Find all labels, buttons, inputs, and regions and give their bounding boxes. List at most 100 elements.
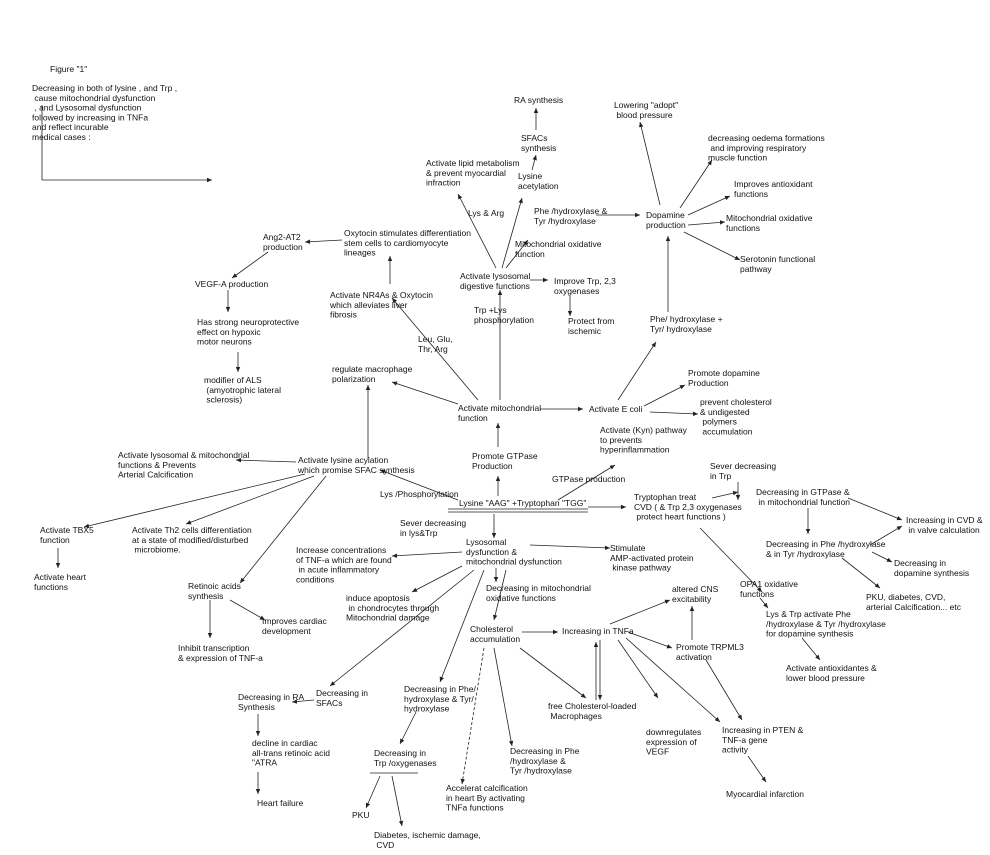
node-line: cause mitochondrial dysfunction [32,93,156,103]
edge-ecoli-to-prevent-chol [649,411,699,417]
node-line: PKU, diabetes, CVD, [866,592,945,602]
node-antiox-lower: Activate antioxidantes &lower blood pres… [786,663,877,683]
node-line: activation [676,652,712,662]
node-line: function [515,249,545,259]
edge-chol-to-foam [519,647,587,699]
edge-phe-tyr-right-to-pku [841,557,881,589]
node-line: Dopamine [646,210,685,220]
node-line: functions [734,189,768,199]
node-line: Lys & Arg [468,208,504,218]
node-decr-phe-tyr-right: Decreasing in Phe /hydroxylase& in Tyr /… [766,539,886,559]
node-pku: PKU [352,810,369,820]
node-line: Protect from [568,316,614,326]
node-line: Has strong neuroprotective [197,317,299,327]
node-line: Activate antioxidantes & [786,663,877,673]
node-line: Tyr/ hydroxylase [650,324,712,334]
node-line: function [458,413,488,423]
node-line: in Trp [710,471,732,481]
node-line: GTPase production [552,474,626,484]
node-line: synthesis [521,143,556,153]
node-oedema: decreasing oedema formations and improvi… [708,133,825,163]
node-line: Promote GTPase [472,451,538,461]
node-leu-glu: Leu, Glu,Thr, Arg [418,334,453,354]
node-line: Decreasing in [374,748,426,758]
node-line: Activate TBX5 [40,525,94,535]
node-line: Sever decreasing [400,518,466,528]
node-line: Inhibit transcription [178,643,250,653]
node-line: dysfunction & [466,547,517,557]
node-apoptosis: induce apoptosis in chondrocytes through… [346,593,439,623]
node-myocardial-inf: Myocardial infarction [726,789,804,799]
node-line: /hydroxylase & Tyr /hydroxylase [766,619,886,629]
nodes-layer: Figure "1"Decreasing in both of lysine ,… [32,64,983,850]
node-line: excitability [672,594,712,604]
node-line: VEGF [646,747,669,757]
node-line: arterial Calcification... etc [866,602,962,612]
node-line: Improves cardiac [262,616,327,626]
node-line: expression of [646,737,697,747]
edge-decr-trp-to-diabetes [391,775,404,827]
node-line: sclerosis) [204,395,242,405]
edge-dysfunction-to-chol [492,569,507,621]
node-line: Lysine [518,171,543,181]
node-line: conditions [296,574,334,584]
node-line: in acute inflammatory [296,565,380,575]
node-line: prevent cholesterol [700,397,772,407]
node-als: modifier of ALS (amyotrophic lateral scl… [204,375,281,405]
edge-dopamine-to-lowering [639,121,661,206]
node-line: Figure "1" [50,64,87,74]
edge-oxytocin-to-ang2 [304,239,343,244]
node-line: Myocardial infarction [726,789,804,799]
node-decr-phe-tyr-center: Decreasing in Phe/hydroxylase & Tyr/hydr… [404,684,476,714]
node-line: TNF-a gene [722,735,768,745]
node-line: Tyr /hydroxylase [534,216,596,226]
node-line: Activate NR4As & Oxytocin [330,290,433,300]
edge-chol-to-decr-phe-lower [493,647,514,747]
node-incr-tnfa: Increasing in TNFa [562,626,634,636]
node-line: Production [688,378,729,388]
edge-tnfa-to-altered-cns [609,599,671,625]
node-line: Thr, Arg [418,344,448,354]
node-line: which alleviates liver [329,300,408,310]
node-line: Synthesis [238,702,275,712]
node-line: Increasing in PTEN & [722,725,804,735]
edge-lysosomal-to-mito-ox-center [505,239,529,269]
node-line: induce apoptosis [346,593,410,603]
node-line: Activate E coli [589,404,642,414]
node-line: functions & Prevents [118,460,196,470]
node-line: Sever decreasing [710,461,776,471]
node-line: ischemic [568,326,602,336]
node-line: Stimulate [610,543,646,553]
node-line: protect heart functions ) [634,512,726,522]
node-lipid-metab: Activate lipid metabolism& prevent myoca… [426,158,520,188]
node-line: Accelerat calcification [446,783,528,793]
edge-tnfa-to-trpml3 [627,631,673,649]
node-line: Decreasing in RA [238,692,304,702]
node-line: RA synthesis [514,95,563,105]
node-line: in heart By activating [446,793,525,803]
node-decr-phe-lower: Decreasing in Phe/hydroxylase &Tyr /hydr… [510,746,580,776]
node-line: blood pressure [614,110,673,120]
node-line: Leu, Glu, [418,334,453,344]
node-line: motor neurons [197,337,252,347]
node-line: Activate Th2 cells differentiation [132,525,252,535]
node-line: , and Lysosomal dysfunction [32,103,142,113]
node-foam-cells: free Cholesterol-loaded Macrophages [548,701,637,721]
node-line: Activate (Kyn) pathway [600,425,688,435]
node-line: AMP-activated protein [610,553,694,563]
node-line: & expression of TNF-a [178,653,263,663]
